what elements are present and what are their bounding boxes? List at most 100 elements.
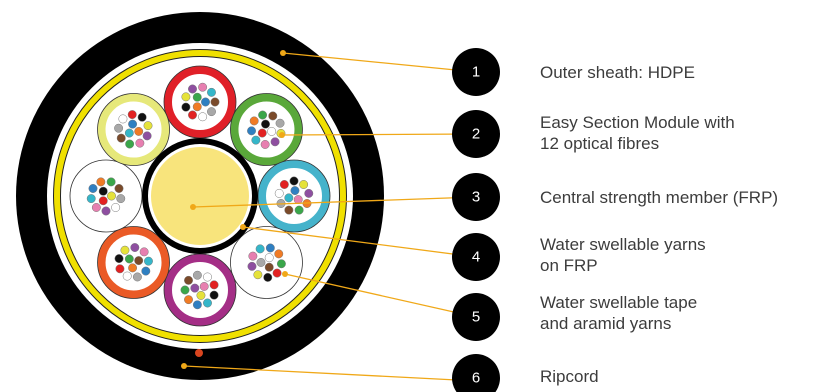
leader-dot-5 <box>282 271 288 277</box>
optical-fibre <box>115 264 125 274</box>
optical-fibre <box>198 112 208 122</box>
optical-fibre <box>124 128 134 138</box>
leader-dot-4 <box>240 224 246 230</box>
module-tube-7 <box>70 160 142 232</box>
leader-line-1 <box>282 52 477 73</box>
aramid-yarn-outline <box>53 49 347 343</box>
optical-fibre <box>114 184 124 193</box>
optical-fibre <box>130 243 140 252</box>
label-water-swellable-tape: Water swellable tape and aramid yarns <box>540 292 697 334</box>
badge-number-6: 6 <box>472 370 480 387</box>
leader-line-5 <box>284 273 477 318</box>
badge-2: 2 <box>452 110 500 158</box>
label-easy-section-module: Easy Section Module with 12 optical fibr… <box>540 112 735 154</box>
optical-fibre <box>120 245 130 255</box>
leader-line-3 <box>192 196 477 208</box>
optical-fibre <box>284 193 294 203</box>
optical-fibre <box>188 110 197 120</box>
ripcord <box>195 349 203 357</box>
leader-dot-2 <box>279 132 285 138</box>
leader-dots <box>181 50 288 369</box>
optical-fibre <box>192 270 202 280</box>
optical-fibre <box>114 123 124 133</box>
optical-fibre <box>253 270 263 280</box>
optical-fibre <box>279 180 289 189</box>
optical-fibre <box>275 118 285 128</box>
optical-fibre <box>114 254 124 264</box>
water-swellable-tape-ring <box>53 49 347 343</box>
optical-fibre <box>106 177 116 187</box>
badge-3: 3 <box>452 173 500 221</box>
optical-fibre <box>192 92 202 102</box>
module-tube-4 <box>230 226 303 299</box>
optical-fibre <box>263 272 273 282</box>
optical-fibre <box>260 140 270 149</box>
label-5-line-2: and aramid yarns <box>540 314 672 333</box>
optical-fibre <box>128 263 138 273</box>
optical-fibre <box>144 256 153 266</box>
optical-fibre <box>210 97 220 107</box>
optical-fibre <box>276 259 286 269</box>
optical-fibre <box>264 262 274 272</box>
optical-fibre <box>86 194 96 204</box>
label-water-swellable-yarns: Water swellable yarns on FRP <box>540 234 706 276</box>
module-tube-6 <box>97 226 170 299</box>
optical-fibre <box>251 135 261 145</box>
optical-fibre <box>101 206 111 216</box>
optical-fibre <box>207 87 216 97</box>
optical-fibre <box>294 205 304 215</box>
optical-fibre <box>181 92 191 102</box>
module-tube-8 <box>97 93 170 166</box>
optical-fibre <box>107 191 116 201</box>
optical-fibre <box>255 244 265 254</box>
optical-fibre <box>137 112 147 122</box>
module-rim-4 <box>230 226 303 299</box>
fibre-module-2 <box>230 93 303 166</box>
module-rim-6 <box>97 226 170 299</box>
leader-dot-6 <box>181 363 187 369</box>
optical-fibre <box>272 268 282 278</box>
optical-fibre <box>304 188 314 198</box>
optical-fibre <box>293 195 303 204</box>
label-outer-sheath: Outer sheath: HDPE <box>540 62 695 83</box>
fibre-module-5 <box>163 253 237 327</box>
module-rim-8 <box>97 93 170 166</box>
badge-number-3: 3 <box>472 189 480 206</box>
optical-fibre <box>289 176 299 186</box>
optical-fibre <box>207 107 216 117</box>
label-ripcord: Ripcord <box>540 366 599 387</box>
optical-fibre <box>125 139 135 149</box>
module-tube-2 <box>230 93 303 166</box>
optical-fibre-modules <box>69 65 331 327</box>
module-tube-5 <box>164 254 236 326</box>
optical-fibre <box>196 290 206 300</box>
label-6-line-1: Ripcord <box>540 367 599 386</box>
optical-fibre <box>256 258 266 267</box>
label-4-line-2: on FRP <box>540 256 598 275</box>
label-3-line-1: Central strength member (FRP) <box>540 188 779 207</box>
leader-line-2 <box>281 133 477 136</box>
leader-lines <box>183 52 477 382</box>
fibre-module-1 <box>163 65 237 139</box>
optical-fibre <box>247 126 256 136</box>
fibre-module-4 <box>230 226 303 299</box>
optical-fibre <box>261 119 270 129</box>
label-4-line-1: Water swellable yarns <box>540 235 706 254</box>
badge-5: 5 <box>452 293 500 341</box>
central-strength-member <box>151 147 249 245</box>
optical-fibre <box>209 280 219 290</box>
module-rim-2 <box>230 93 303 166</box>
badge-number-4: 4 <box>472 249 480 266</box>
optical-fibre <box>143 121 153 131</box>
optical-fibre <box>98 196 108 206</box>
optical-fibre <box>96 177 106 187</box>
optical-fibre <box>118 114 128 124</box>
optical-fibre <box>181 102 191 112</box>
label-1-line-1: Outer sheath: HDPE <box>540 63 695 82</box>
optical-fibre <box>258 110 268 120</box>
optical-fibre <box>265 243 275 253</box>
optical-fibre <box>290 186 300 196</box>
optical-fibre <box>268 111 278 121</box>
optical-fibre <box>188 84 197 94</box>
